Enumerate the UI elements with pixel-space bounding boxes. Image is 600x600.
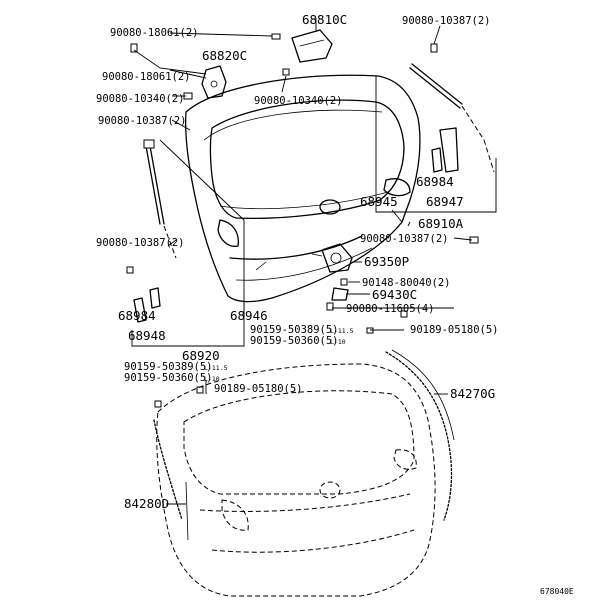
sublabel-l-11-5-upper: L-11.5 [330,327,354,335]
label-84270g: 84270G [450,386,495,401]
label-90080-10387-center: 90080-10387(2) [360,233,449,245]
part-number-labels: 90080-18061(2) 68810C 90080-10387(2) 688… [96,12,574,596]
sublabel-l-10-upper: L-10 [330,338,346,346]
label-68810c: 68810C [302,12,347,27]
label-90159-50360-upper: 90159-50360(5) [250,335,339,347]
gas-strut-left [143,139,177,259]
label-68945: 68945 [360,194,398,209]
hinge-68820c [201,65,227,99]
hinge-68810c [291,29,333,63]
label-84280d: 84280D [124,496,169,511]
diagram-code: 678040E [540,587,574,596]
trim-68984-right [431,147,443,173]
label-68984-right: 68984 [416,174,454,189]
label-68948: 68948 [128,328,166,343]
sublabel-l-10-lower: L-10 [204,375,220,383]
label-68820c: 68820C [202,48,247,63]
back-door-panel-upper [184,74,421,303]
trim-68948 [133,297,147,323]
trim-68947 [439,127,459,173]
label-68920: 68920 [182,348,220,363]
label-90080-18061-left: 90080-18061(2) [102,71,191,83]
back-door-panel-lower [156,363,436,597]
label-90080-18061-top: 90080-18061(2) [110,27,199,39]
lock-69430c [331,287,349,301]
wiper-motor-69350p [311,243,353,273]
leader-lines-lower [166,393,448,505]
label-90080-10387-top-right: 90080-10387(2) [402,15,491,27]
label-68946: 68946 [230,308,268,323]
label-90189-05180-lower: 90189-05180(5) [214,383,303,395]
label-90080-11605: 90080-11605(4) [346,303,435,315]
label-90080-10387-left-lower: 90080-10387(2) [96,237,185,249]
gas-strut-right [409,63,495,173]
weatherstrip-84270g [385,349,455,521]
label-90080-10340-left: 90080-10340(2) [96,93,185,105]
bolt-icons [126,33,479,408]
label-90080-10340-center: 90080-10340(2) [254,95,343,107]
sublabel-l-11-5-lower: L-11.5 [204,364,228,372]
callout-brackets [131,76,497,347]
label-68984-left: 68984 [118,308,156,323]
label-69430c: 69430C [372,287,417,302]
label-90080-10387-left-upper: 90080-10387(2) [98,115,187,127]
label-68947: 68947 [426,194,464,209]
weatherstrip-84280d [153,419,189,541]
label-90189-05180-upper: 90189-05180(5) [410,324,499,336]
label-90159-50389-upper: 90159-50389(5) [250,324,339,336]
leader-lines [133,18,473,394]
trim-68984-left [149,287,161,309]
label-90159-50360-lower: 90159-50360(5) [124,372,213,384]
label-68910a: 68910A [418,216,464,231]
label-90148-80040: 90148-80040(2) [362,277,451,289]
label-90159-50389-lower: 90159-50389(5) [124,361,213,373]
label-69350p: 69350P [364,254,409,269]
